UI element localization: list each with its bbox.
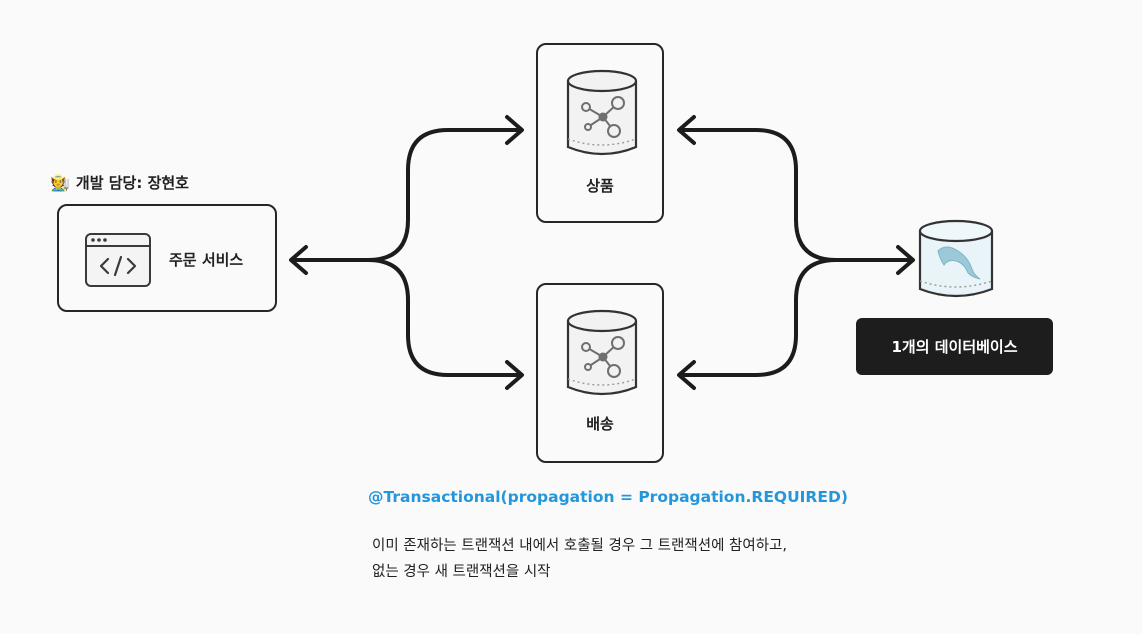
product-service-label: 상품 — [586, 177, 614, 195]
delivery-service-card: 배송 — [536, 283, 664, 463]
arrow-order-to-delivery — [366, 258, 522, 377]
description-line-2: 없는 경우 새 트랜잭션을 시작 — [372, 564, 551, 580]
product-service-card: 상품 — [536, 43, 664, 223]
database-graph-icon — [566, 309, 638, 396]
arrowhead-delivery-right — [677, 360, 696, 390]
database-graph-icon — [566, 69, 638, 156]
arrowhead-product — [505, 115, 524, 145]
delivery-service-label: 배송 — [586, 415, 614, 433]
farmer-emoji-icon: 🧑‍🌾 — [50, 173, 70, 192]
arrow-db-to-product — [678, 128, 914, 262]
arrowhead-delivery — [505, 360, 524, 390]
database-badge: 1개의 데이터베이스 — [856, 318, 1053, 375]
propagation-description: 이미 존재하는 트랜잭션 내에서 호출될 경우 그 트랜잭션에 참여하고, 없는… — [372, 533, 787, 585]
arrow-db-to-delivery — [678, 258, 838, 377]
transactional-annotation: @Transactional(propagation = Propagation… — [368, 488, 848, 506]
code-window-icon — [85, 233, 151, 287]
order-service-card: 주문 서비스 — [57, 204, 277, 312]
arrowhead-db — [896, 245, 915, 275]
arrowhead-order — [289, 245, 308, 275]
developer-owner-label: 🧑‍🌾 개발 담당: 장현호 — [50, 172, 189, 193]
arrowhead-product-right — [677, 115, 696, 145]
order-service-label: 주문 서비스 — [169, 251, 244, 269]
owner-text: 개발 담당: 장현호 — [75, 174, 189, 192]
arrow-order-to-product — [290, 128, 522, 262]
description-line-1: 이미 존재하는 트랜잭션 내에서 호출될 경우 그 트랜잭션에 참여하고, — [372, 538, 787, 554]
mysql-dolphin-icon — [918, 219, 994, 298]
